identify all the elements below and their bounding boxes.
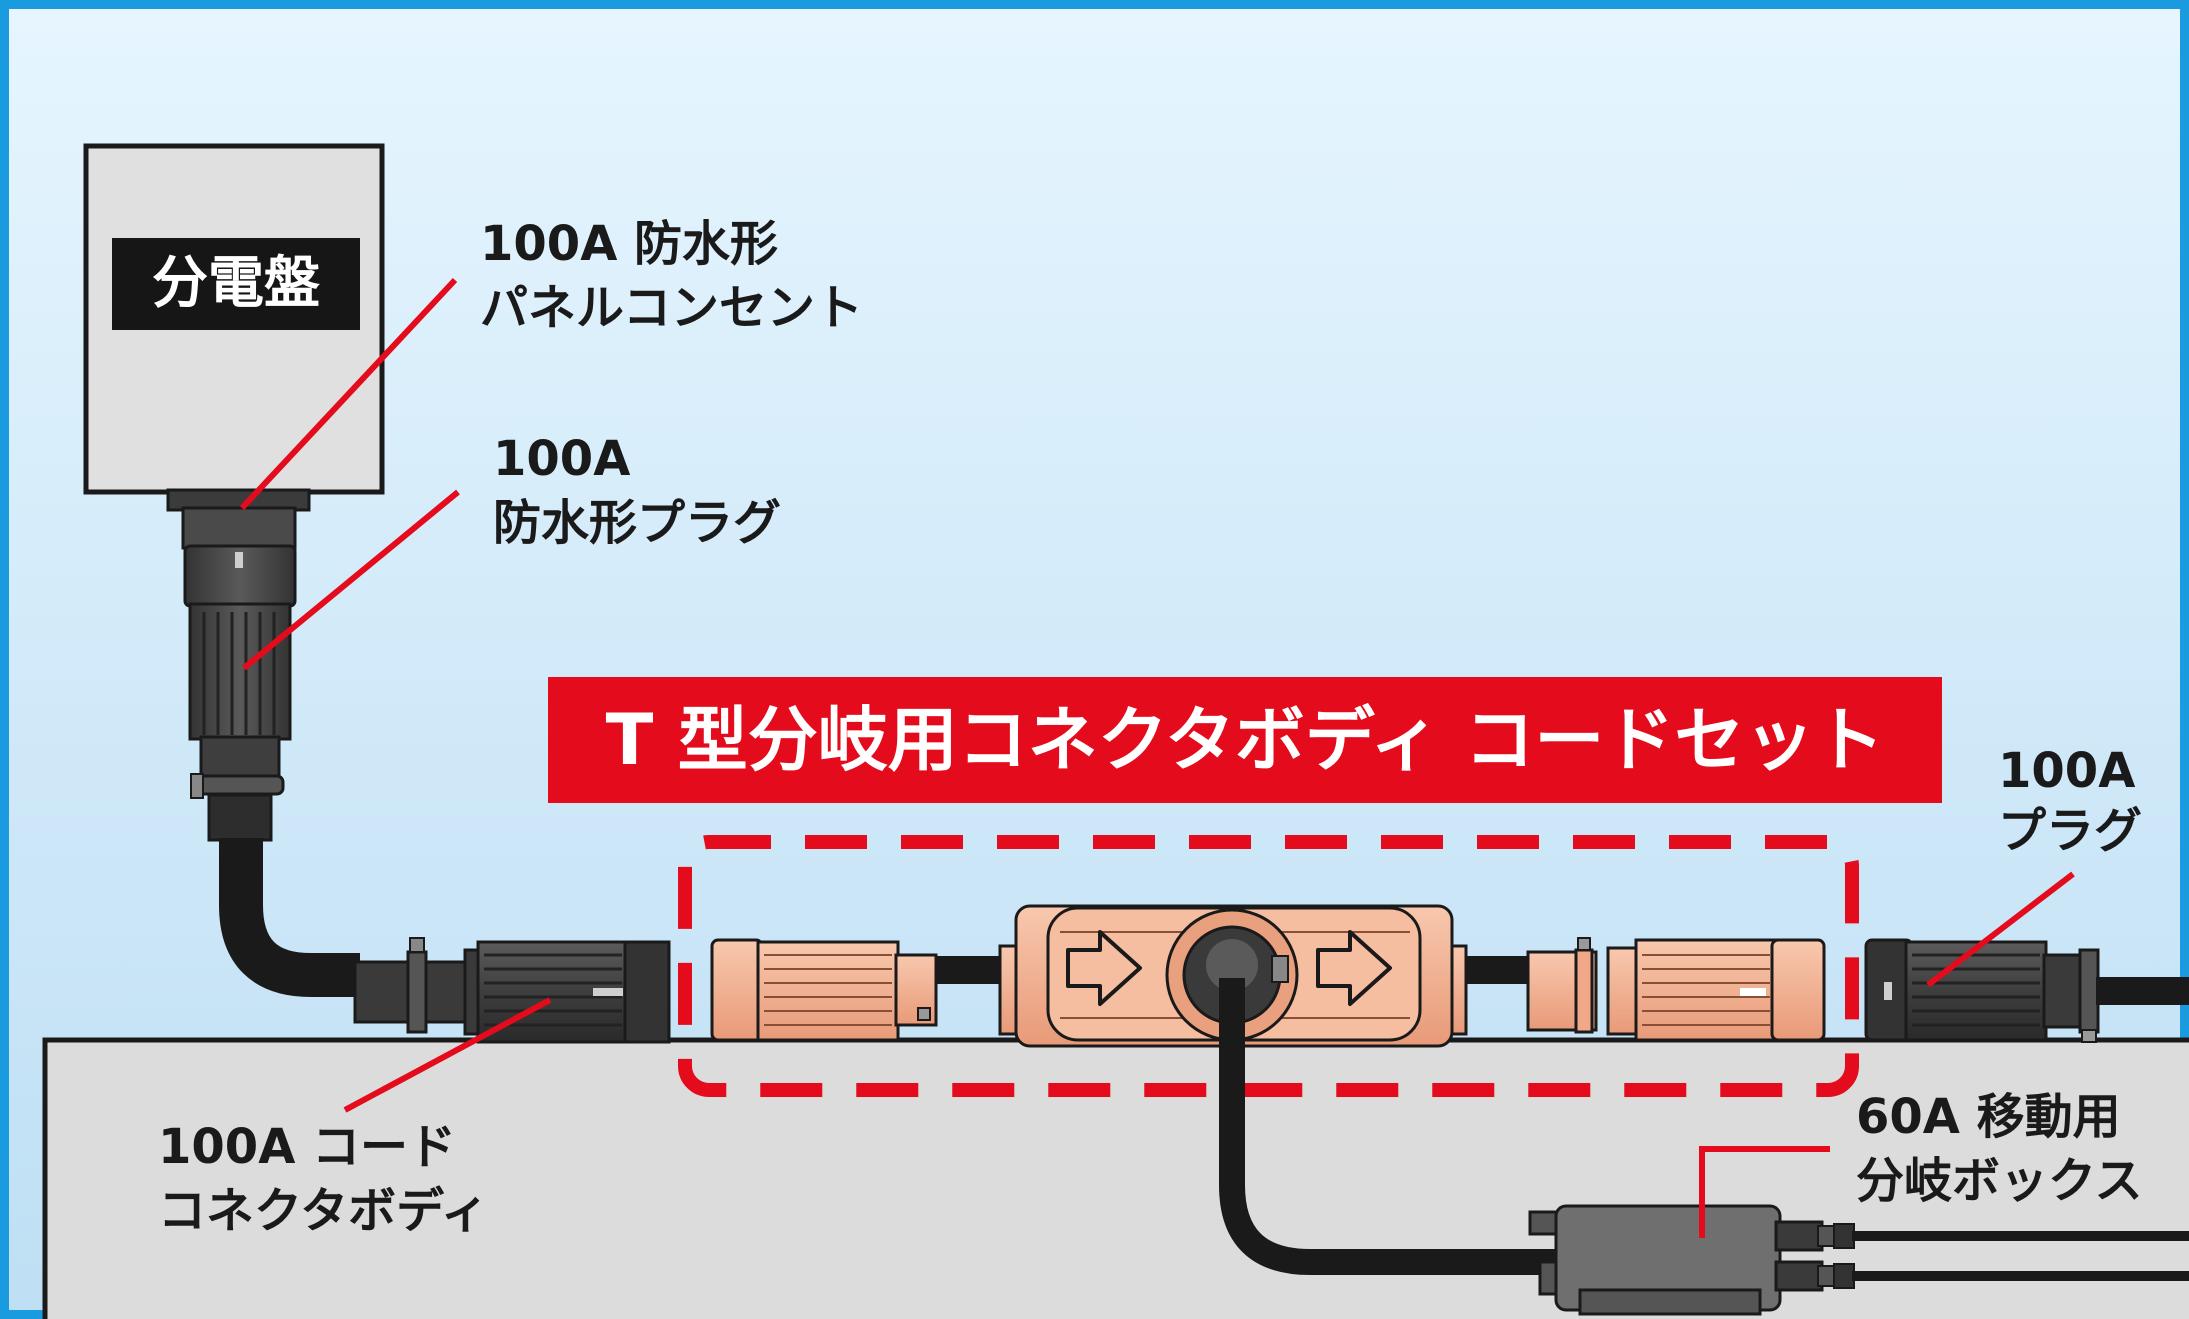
leader-cord-connector — [343, 997, 552, 1113]
right-arrow-icon — [1066, 930, 1142, 1006]
leader-waterproof-plug — [242, 489, 460, 671]
panel-outlet-label-line2: パネルコンセント — [480, 280, 864, 336]
distribution-panel-label: 分電盤 — [112, 238, 360, 330]
right-plug-label-line1: 100A — [1998, 743, 2136, 799]
set-left-plug — [710, 938, 938, 1042]
set-title-banner: T 型分岐用コネクタボディ コードセット — [548, 677, 1942, 803]
panel-outlet-label-line1: 100A 防水形 — [480, 216, 779, 272]
leader-branch-box — [1699, 1146, 1830, 1238]
leader-right-plug — [1926, 871, 2075, 988]
branch-box-label-line1: 60A 移動用 — [1856, 1089, 2121, 1145]
leader-lines — [239, 277, 2075, 1238]
cord-connector-label-line2: コネクタボディ — [158, 1183, 489, 1239]
branch-cable — [1219, 978, 1560, 1275]
waterproof-plug-label-line2: 防水形プラグ — [493, 495, 782, 551]
main-cable — [219, 838, 360, 997]
right-plug-label-line2: プラグ — [1998, 803, 2143, 859]
branch-box — [1528, 1204, 2189, 1316]
set-right-connector — [1526, 937, 1826, 1042]
waterproof-plug — [181, 506, 297, 842]
leader-panel-outlet — [239, 277, 458, 511]
right-plug — [1864, 938, 2189, 1043]
branch-box-label-line2: 分岐ボックス — [1856, 1153, 2143, 1209]
set-enclosure — [678, 835, 1859, 1097]
t-connector-body — [998, 904, 1468, 1048]
cord-connector-label-line1: 100A コード — [158, 1119, 457, 1175]
right-arrow-icon — [1316, 930, 1392, 1006]
waterproof-plug-label-line1: 100A — [493, 431, 631, 487]
